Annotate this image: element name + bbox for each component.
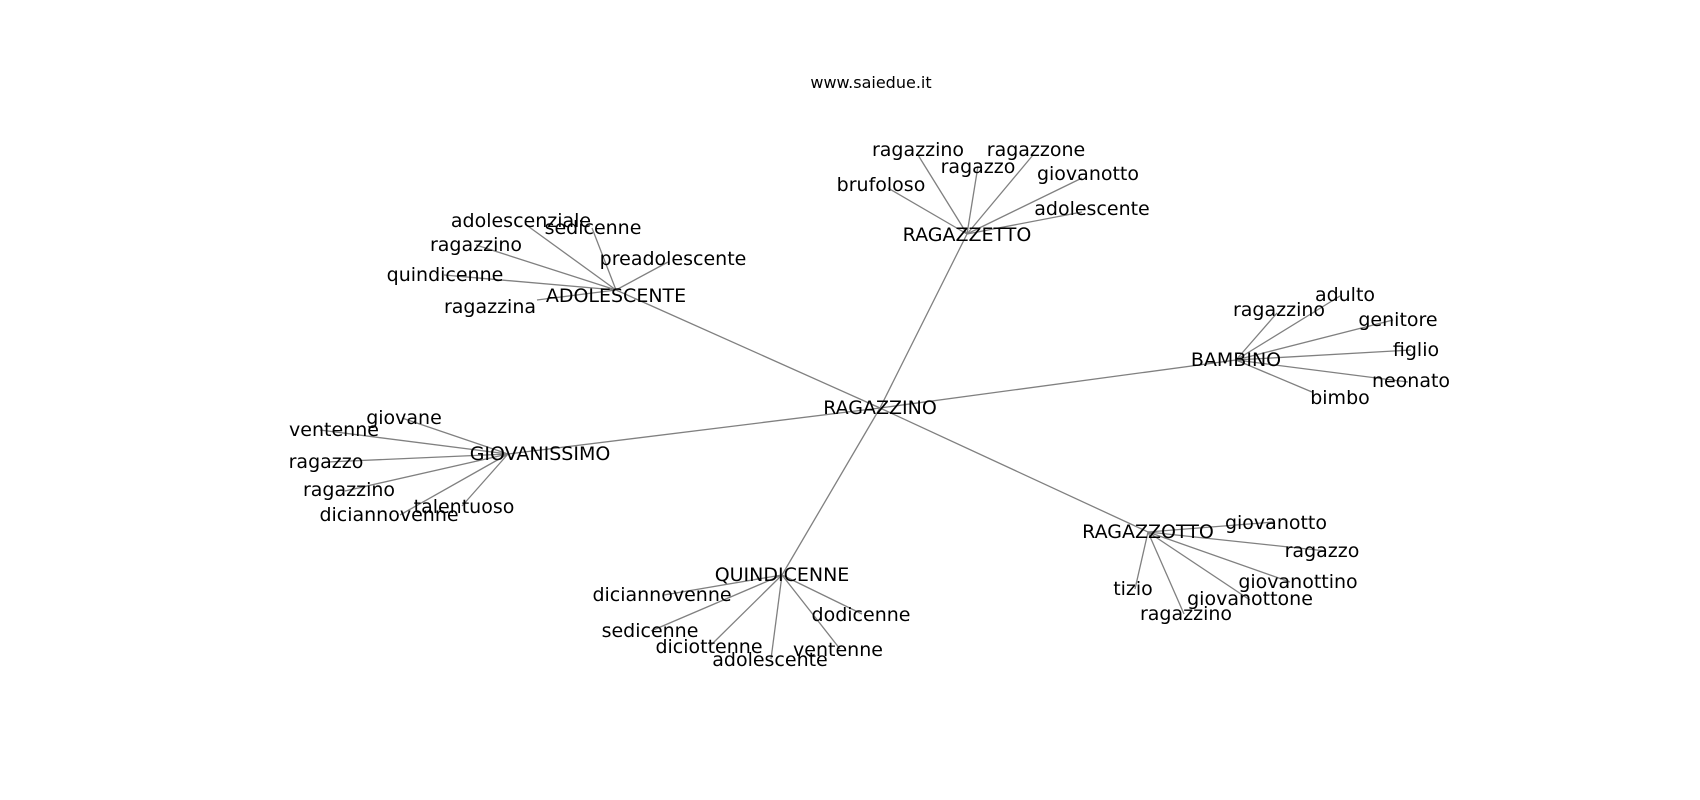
leaf-node-label: giovane: [366, 407, 442, 429]
edge-group-to-leaf: [1235, 359, 1313, 393]
edge-group-to-leaf: [1147, 521, 1275, 533]
edge-root-to-group: [879, 233, 968, 409]
edge-group-to-leaf: [1147, 531, 1291, 583]
edge-group-to-leaf: [966, 177, 1083, 235]
leaf-node-label: diciannovenne: [592, 584, 731, 606]
leaf-node-label: ragazzo: [1285, 540, 1360, 562]
edge-group-to-leaf: [1235, 359, 1409, 383]
edge-group-to-leaf: [1134, 531, 1149, 590]
edge-group-to-leaf: [966, 165, 979, 235]
edge-group-to-leaf: [1235, 312, 1278, 361]
edge-group-to-leaf: [770, 574, 783, 660]
leaf-node-label: dodicenne: [812, 604, 911, 626]
leaf-node-label: adolescenziale: [451, 210, 591, 232]
leaf-node-label: genitore: [1358, 309, 1437, 331]
edge-root-to-group: [879, 407, 1149, 533]
leaf-node-label: adolescente: [1034, 198, 1150, 220]
leaf-node-label: bimbo: [1310, 387, 1370, 409]
edge-group-to-leaf: [917, 154, 968, 235]
edge-group-to-leaf: [781, 574, 841, 650]
leaf-node-label: ragazzone: [987, 139, 1085, 161]
leaf-node-label: ragazzino: [1140, 603, 1232, 625]
leaf-node-label: talentuoso: [414, 496, 515, 518]
edge-group-to-leaf: [1147, 531, 1327, 552]
edge-group-to-leaf: [1235, 295, 1341, 361]
edge-group-to-leaf: [615, 261, 669, 291]
leaf-node-label: preadolescente: [600, 248, 747, 270]
group-node-label: ADOLESCENTE: [546, 285, 686, 307]
edge-group-to-leaf: [781, 574, 863, 615]
leaf-node-label: ragazzino: [872, 139, 964, 161]
leaf-node-label: sedicenne: [545, 217, 642, 239]
leaf-node-label: ragazzo: [289, 451, 364, 473]
edge-root-to-group: [879, 359, 1237, 409]
leaf-node-label: giovanotto: [1225, 512, 1327, 534]
group-node-label: GIOVANISSIMO: [470, 443, 611, 465]
edge-group-to-leaf: [663, 574, 783, 596]
group-node-label: RAGAZZOTTO: [1082, 521, 1214, 543]
leaf-node-label: ragazzino: [430, 234, 522, 256]
leaf-node-label: ragazzina: [444, 296, 536, 318]
edge-root-to-group: [781, 407, 881, 576]
leaf-node-label: giovanottone: [1187, 588, 1313, 610]
root-node-label: RAGAZZINO: [823, 397, 937, 419]
edge-group-to-leaf: [650, 574, 783, 632]
edge-root-to-group: [615, 289, 881, 409]
network-edges: [319, 154, 1412, 660]
leaf-node-label: ragazzo: [941, 156, 1016, 178]
leaf-node-label: ventenne: [793, 639, 883, 661]
group-node-label: RAGAZZETTO: [903, 224, 1032, 246]
leaf-node-label: adolescente: [712, 649, 828, 671]
edge-group-to-leaf: [401, 417, 509, 455]
leaf-node-label: neonato: [1372, 370, 1450, 392]
edge-group-to-leaf: [443, 274, 617, 291]
edge-group-to-leaf: [591, 227, 617, 291]
edge-root-to-group: [507, 407, 881, 455]
edge-group-to-leaf: [1147, 531, 1185, 615]
leaf-node-label: sedicenne: [602, 620, 699, 642]
leaf-node-label: diciannovenne: [319, 504, 458, 526]
leaf-node-label: ventenne: [289, 419, 379, 441]
edge-group-to-leaf: [1147, 531, 1251, 601]
leaf-node-label: tizio: [1113, 578, 1153, 600]
leaf-node-label: ragazzino: [303, 479, 395, 501]
group-node-label: QUINDICENNE: [715, 564, 850, 586]
edge-group-to-leaf: [344, 453, 509, 492]
edge-group-to-leaf: [319, 429, 509, 455]
leaf-node-label: brufoloso: [837, 174, 926, 196]
edge-group-to-leaf: [966, 211, 1083, 235]
edge-group-to-leaf: [536, 289, 617, 301]
edge-group-to-leaf: [1235, 319, 1394, 361]
leaf-node-label: diciottenne: [655, 636, 762, 658]
leaf-node-label: adulto: [1315, 284, 1375, 306]
site-title: www.saiedue.it: [810, 73, 931, 92]
edge-group-to-leaf: [524, 223, 617, 291]
group-node-label: BAMBINO: [1191, 349, 1281, 371]
edge-group-to-leaf: [709, 574, 783, 647]
leaf-node-label: figlio: [1393, 339, 1439, 361]
edge-group-to-leaf: [966, 154, 1034, 235]
leaf-node-label: giovanottino: [1238, 571, 1357, 593]
edge-group-to-leaf: [399, 453, 509, 516]
edge-group-to-leaf: [461, 453, 509, 507]
edge-group-to-leaf: [887, 187, 968, 235]
edge-group-to-leaf: [1235, 349, 1412, 361]
leaf-node-label: ragazzino: [1233, 299, 1325, 321]
leaf-node-label: quindicenne: [387, 264, 504, 286]
edge-group-to-leaf: [475, 244, 617, 291]
edge-group-to-leaf: [326, 453, 509, 463]
leaf-node-label: giovanotto: [1037, 163, 1139, 185]
